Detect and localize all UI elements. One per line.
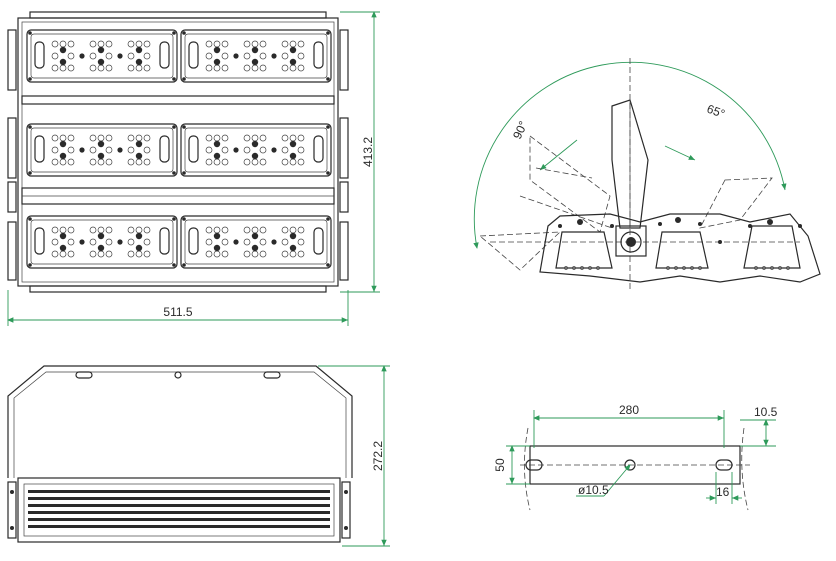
angle-right-label: 65° [705,102,727,121]
bracket-hole-label: ø10.5 [578,483,609,497]
bracket-spacing-label: 280 [619,403,639,417]
side-view [7,365,353,543]
bracket-edge-label: 10.5 [754,405,778,419]
front-height-dimension: 413.2 [340,11,380,293]
angle-view: 65° 90° [473,58,821,290]
bracket-slot-label: 16 [716,485,730,499]
bracket-dimensions: 280 10.5 50 ø10.5 16 [493,403,778,504]
side-height-label: 272.2 [371,441,385,471]
angle-left-label: 90° [510,119,530,142]
front-view [7,11,349,293]
front-width-dimension: 511.5 [7,290,349,326]
front-height-label: 413.2 [361,137,375,167]
bracket-view [520,427,750,511]
front-width-label: 511.5 [163,305,192,319]
bracket-height-label: 50 [493,458,507,472]
side-height-dimension: 272.2 [318,365,390,547]
